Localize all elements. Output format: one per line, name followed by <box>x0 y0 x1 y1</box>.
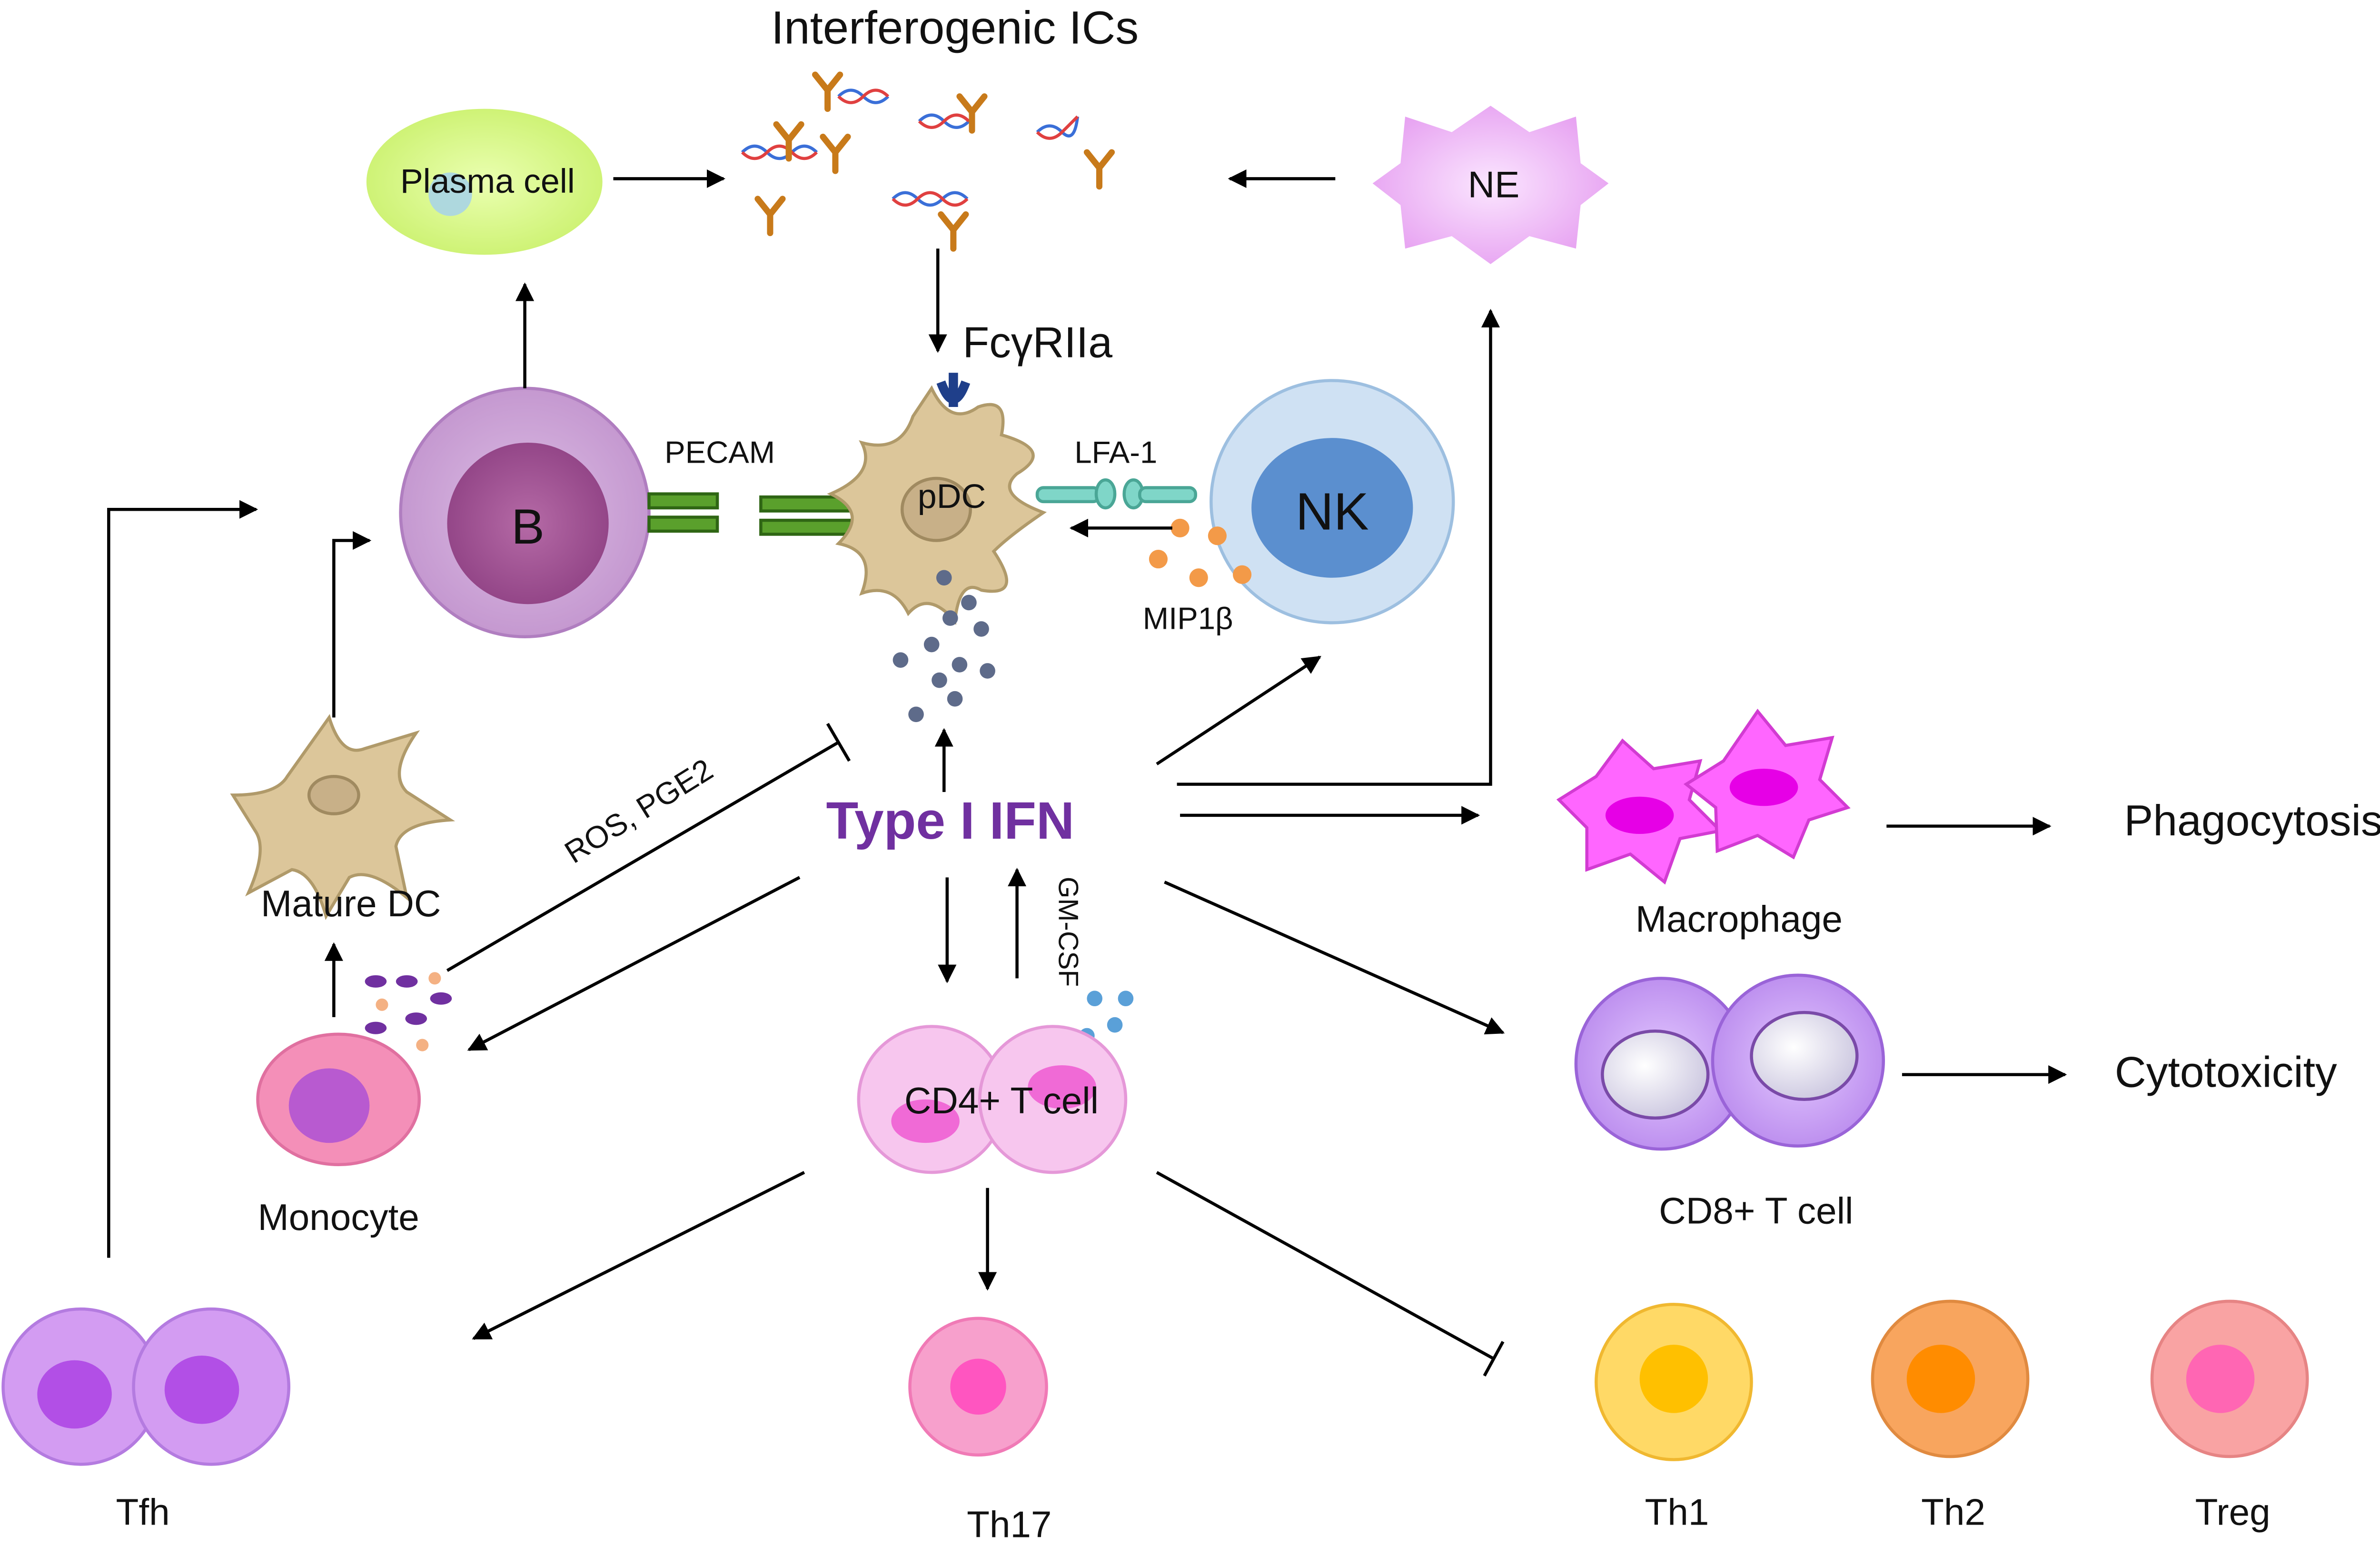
ifn-granules <box>892 570 995 723</box>
mip-label: MIP1β <box>1143 601 1233 635</box>
lfa-molecules <box>1035 478 1197 510</box>
treg-cell <box>2150 1299 2309 1458</box>
inhibit-cd4-to-th1 <box>1156 1171 1495 1360</box>
monocyte-granules <box>365 972 452 1051</box>
monocyte-cell <box>256 1032 421 1167</box>
arrow-ifn-to-cd8 <box>1164 881 1505 1035</box>
cd8-label: CD8+ T cell <box>1659 1190 1853 1232</box>
mip-granules <box>1149 518 1252 587</box>
th17-cell <box>908 1317 1048 1457</box>
th17-label: Th17 <box>967 1504 1051 1544</box>
tfh-cell <box>1 1307 290 1466</box>
cd4-t-cell: CD4+ T cell <box>857 1025 1128 1174</box>
dna-icon <box>741 89 1080 207</box>
th2-cell <box>1871 1299 2030 1458</box>
arrow-ifn-to-ne <box>1177 308 1500 786</box>
plasma-cell: Plasma cell <box>366 109 603 255</box>
tfh-label: Tfh <box>116 1491 170 1533</box>
ne-cell: NE <box>1372 106 1609 264</box>
ros-pge2-label: ROS, PGE2 <box>558 752 719 870</box>
cd4-label: CD4+ T cell <box>904 1080 1099 1121</box>
arrow-ifn-to-monocyte <box>467 876 801 1051</box>
b-cell-label: B <box>511 499 545 555</box>
gmcsf-label: GM-CSF <box>1053 877 1084 987</box>
pdc-cell: pDC <box>827 373 1047 625</box>
cd8-t-cell <box>1574 973 1885 1151</box>
th1-cell <box>1595 1303 1753 1461</box>
arrow-ifn-to-nk <box>1156 655 1321 765</box>
type-i-ifn-label: Type I IFN <box>826 791 1074 850</box>
mature-dc-label: Mature DC <box>261 882 441 924</box>
arrow-dc-to-b <box>332 531 372 718</box>
macrophage-label: Macrophage <box>1636 898 1843 940</box>
monocyte-label: Monocyte <box>258 1196 419 1238</box>
inhibit-monocyte-to-ifn-bar <box>826 723 851 762</box>
treg-label: Treg <box>2195 1491 2271 1533</box>
phagocytosis-label: Phagocytosis <box>2124 796 2380 845</box>
pdc-label: pDC <box>918 477 986 515</box>
plasma-cell-label: Plasma cell <box>400 162 575 200</box>
inhibit-cd4-to-th1-bar <box>1483 1341 1505 1377</box>
pecam-molecules <box>647 492 862 536</box>
nk-label: NK <box>1296 482 1369 541</box>
lfa-label: LFA-1 <box>1074 435 1157 469</box>
cytotoxicity-label: Cytotoxicity <box>2115 1048 2337 1097</box>
antibody-icon <box>754 71 1115 252</box>
inhibit-monocyte-to-ifn <box>446 741 840 972</box>
arrow-tfh-to-b <box>107 500 258 1258</box>
pecam-label: PECAM <box>664 435 775 469</box>
immune-complex-icons <box>741 71 1115 252</box>
ne-label: NE <box>1468 164 1520 206</box>
mature-dc-cell <box>230 714 456 920</box>
arrows <box>107 169 2067 1377</box>
b-cell: B <box>399 386 651 638</box>
th2-label: Th2 <box>1921 1491 1985 1533</box>
fcgr-label: FcγRIIa <box>962 318 1112 367</box>
macrophage-cells <box>1556 708 1851 885</box>
nk-cell: NK <box>1210 379 1455 624</box>
th1-label: Th1 <box>1645 1491 1709 1533</box>
title-interferogenic-ics: Interferogenic ICs <box>771 1 1139 54</box>
arrow-cd4-to-tfh <box>472 1171 805 1340</box>
